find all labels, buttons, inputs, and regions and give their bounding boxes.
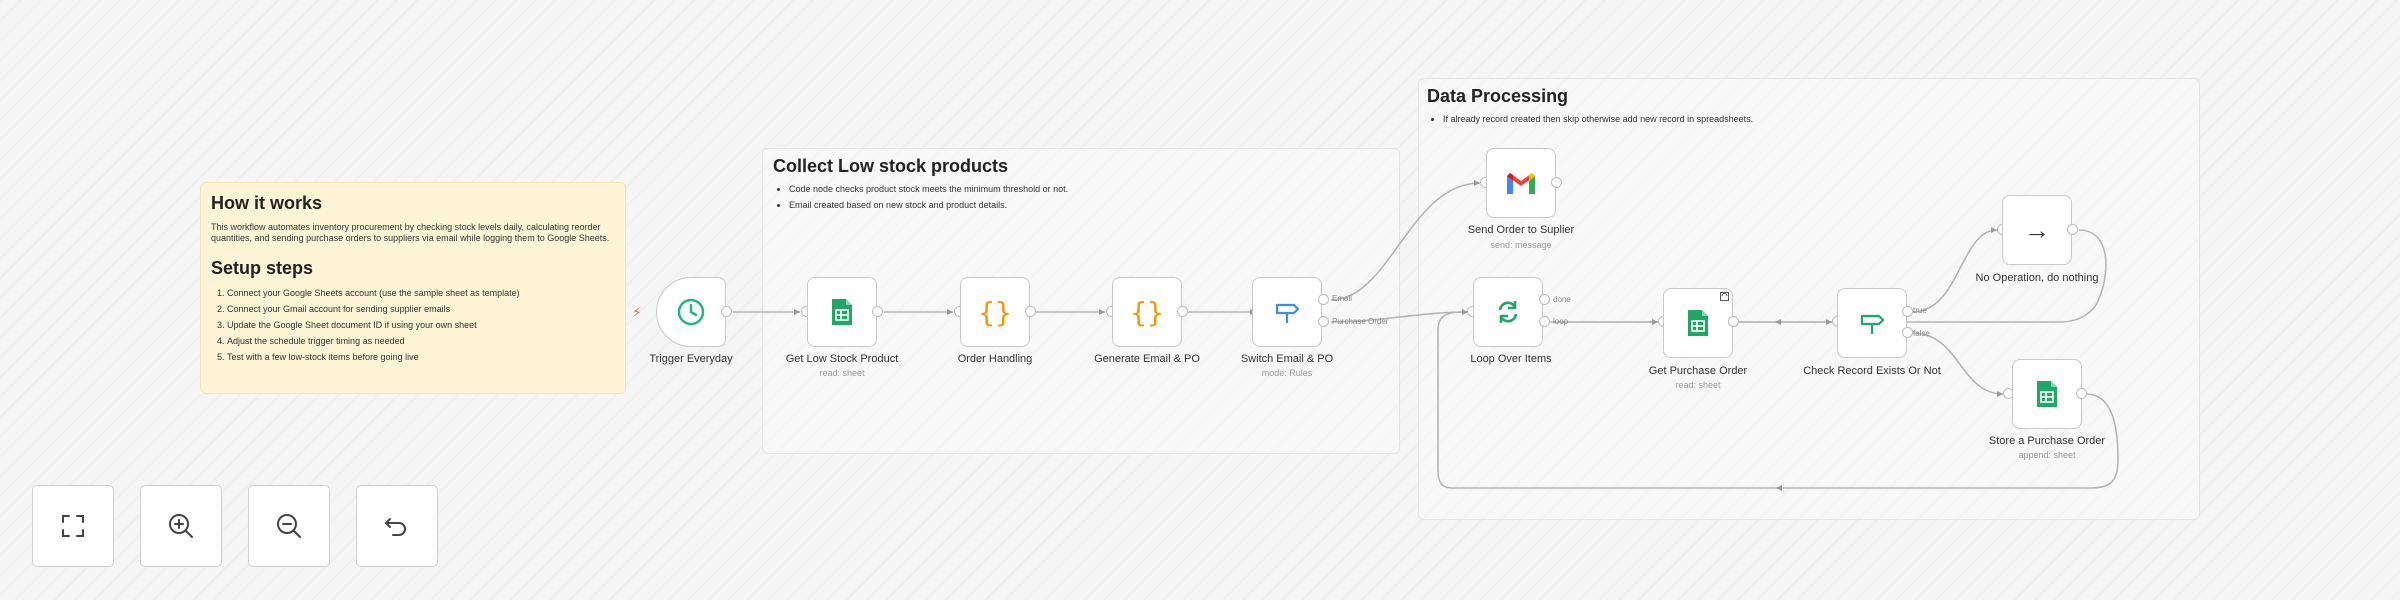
node-label-get-low-stock: Get Low Stock Product	[785, 353, 899, 365]
arrow-right-icon: →	[2024, 214, 2050, 245]
processing-bullet: If already record created then skip othe…	[1443, 111, 2191, 127]
sticky-how-it-works[interactable]: How it works This workflow automates inv…	[200, 182, 626, 394]
node-output-port[interactable]	[872, 306, 883, 317]
zoom-out-icon	[277, 514, 301, 538]
connection-noop-back-to-loop	[1546, 229, 2107, 323]
connection-check-false-to-store	[1911, 332, 2004, 395]
node-output-port[interactable]	[1728, 316, 1739, 327]
node-no-operation[interactable]: →	[2002, 195, 2072, 265]
connection-switch-email-to-send-order	[1330, 182, 1481, 301]
node-label-get-po: Get Purchase Order	[1648, 365, 1748, 377]
node-subtitle-store: append: sheet	[2018, 450, 2076, 460]
node-label-generate-email: Generate Email & PO	[1094, 353, 1200, 365]
node-output-port-false[interactable]	[1902, 327, 1913, 338]
processing-group-title: Data Processing	[1427, 86, 1569, 106]
node-output-port-loop[interactable]	[1539, 316, 1550, 327]
node-label-noop: No Operation, do nothing	[1975, 272, 2099, 284]
connection-check-true-to-noop	[1911, 229, 1998, 313]
node-label-loop: Loop Over Items	[1470, 353, 1552, 365]
how-it-works-description: This workflow automates inventory procur…	[211, 222, 610, 243]
node-output-port[interactable]	[1551, 177, 1562, 188]
collect-bullet: Code node checks product stock meets the…	[789, 181, 1389, 197]
edge-label-done: done	[1553, 295, 1571, 304]
node-label-send-order: Send Order to Suplier	[1467, 224, 1575, 236]
signpost-icon	[1275, 303, 1300, 323]
node-label-switch: Switch Email & PO	[1240, 353, 1334, 365]
google-sheets-icon	[1688, 310, 1708, 336]
collect-group-title: Collect Low stock products	[773, 156, 1009, 176]
fit-view-icon	[62, 515, 84, 537]
node-label-store: Store a Purchase Order	[1988, 435, 2106, 447]
node-output-port[interactable]	[2076, 388, 2087, 399]
edge-label-loop: loop	[1553, 317, 1569, 326]
setup-step: Connect your Google Sheets account (use …	[227, 285, 615, 301]
node-subtitle-get-po: read: sheet	[1675, 380, 1721, 390]
node-output-port-purchase-order[interactable]	[1318, 316, 1329, 327]
setup-step: Test with a few low-stock items before g…	[227, 349, 615, 365]
undo-icon	[385, 518, 406, 536]
edge-label-false: false	[1913, 329, 1930, 338]
collect-group-bullets: Code node checks product stock meets the…	[773, 181, 1389, 213]
setup-step: Connect your Gmail account for sending s…	[227, 301, 615, 317]
google-sheets-icon	[832, 299, 852, 325]
reset-zoom-button[interactable]	[356, 485, 438, 567]
setup-step: Update the Google Sheet document ID if u…	[227, 317, 615, 333]
node-output-port[interactable]	[1177, 306, 1188, 317]
setup-steps-title: Setup steps	[211, 258, 314, 278]
node-output-port-true[interactable]	[1902, 306, 1913, 317]
edge-label-purchase-order: Purchase Order	[1332, 317, 1389, 326]
node-order-handling[interactable]: {}	[960, 277, 1030, 347]
node-switch-email-po[interactable]	[1252, 277, 1322, 347]
google-sheets-icon	[2037, 381, 2057, 407]
code-braces-icon: {}	[1130, 295, 1164, 329]
node-get-purchase-order[interactable]	[1663, 288, 1733, 358]
node-output-port[interactable]	[2067, 224, 2078, 235]
node-generate-email-po[interactable]: {}	[1112, 277, 1182, 347]
node-check-record-exists[interactable]	[1837, 288, 1907, 358]
signpost-icon	[1860, 314, 1885, 334]
node-subtitle-get-low-stock: read: sheet	[819, 368, 865, 378]
fit-view-button[interactable]	[32, 485, 114, 567]
node-loop-over-items[interactable]	[1473, 277, 1543, 347]
zoom-in-icon	[169, 514, 193, 538]
trigger-bolt-icon: ⚡	[632, 304, 642, 320]
node-label-trigger: Trigger Everyday	[649, 353, 733, 365]
node-output-port-email[interactable]	[1318, 294, 1329, 305]
sync-badge-icon	[1720, 292, 1729, 301]
setup-step: Adjust the schedule trigger timing as ne…	[227, 333, 615, 349]
zoom-out-button[interactable]	[248, 485, 330, 567]
node-store-purchase-order[interactable]	[2012, 359, 2082, 429]
node-output-port-done[interactable]	[1539, 294, 1550, 305]
node-trigger-everyday[interactable]	[656, 277, 726, 347]
how-it-works-title: How it works	[211, 193, 323, 213]
node-label-check: Check Record Exists Or Not	[1803, 365, 1941, 377]
zoom-in-button[interactable]	[140, 485, 222, 567]
collect-bullet: Email created based on new stock and pro…	[789, 197, 1389, 213]
processing-group-bullets: If already record created then skip othe…	[1427, 111, 2191, 127]
node-output-port[interactable]	[1025, 306, 1036, 317]
edge-label-true: true	[1913, 306, 1927, 315]
node-subtitle-send-order: send: message	[1490, 240, 1552, 250]
setup-steps-list: Connect your Google Sheets account (use …	[211, 285, 615, 365]
node-send-order-to-suplier[interactable]	[1486, 148, 1556, 218]
code-braces-icon: {}	[978, 295, 1012, 329]
node-output-port[interactable]	[721, 306, 732, 317]
node-label-order-handling: Order Handling	[957, 353, 1033, 365]
gmail-icon	[1507, 173, 1535, 194]
loop-arrows-icon	[1498, 301, 1518, 323]
node-subtitle-switch: mode: Rules	[1261, 368, 1313, 378]
connection-store-back-to-loop	[1437, 311, 2119, 489]
node-get-low-stock-product[interactable]	[807, 277, 877, 347]
edge-label-email: Email	[1332, 294, 1353, 303]
clock-icon	[677, 298, 705, 326]
